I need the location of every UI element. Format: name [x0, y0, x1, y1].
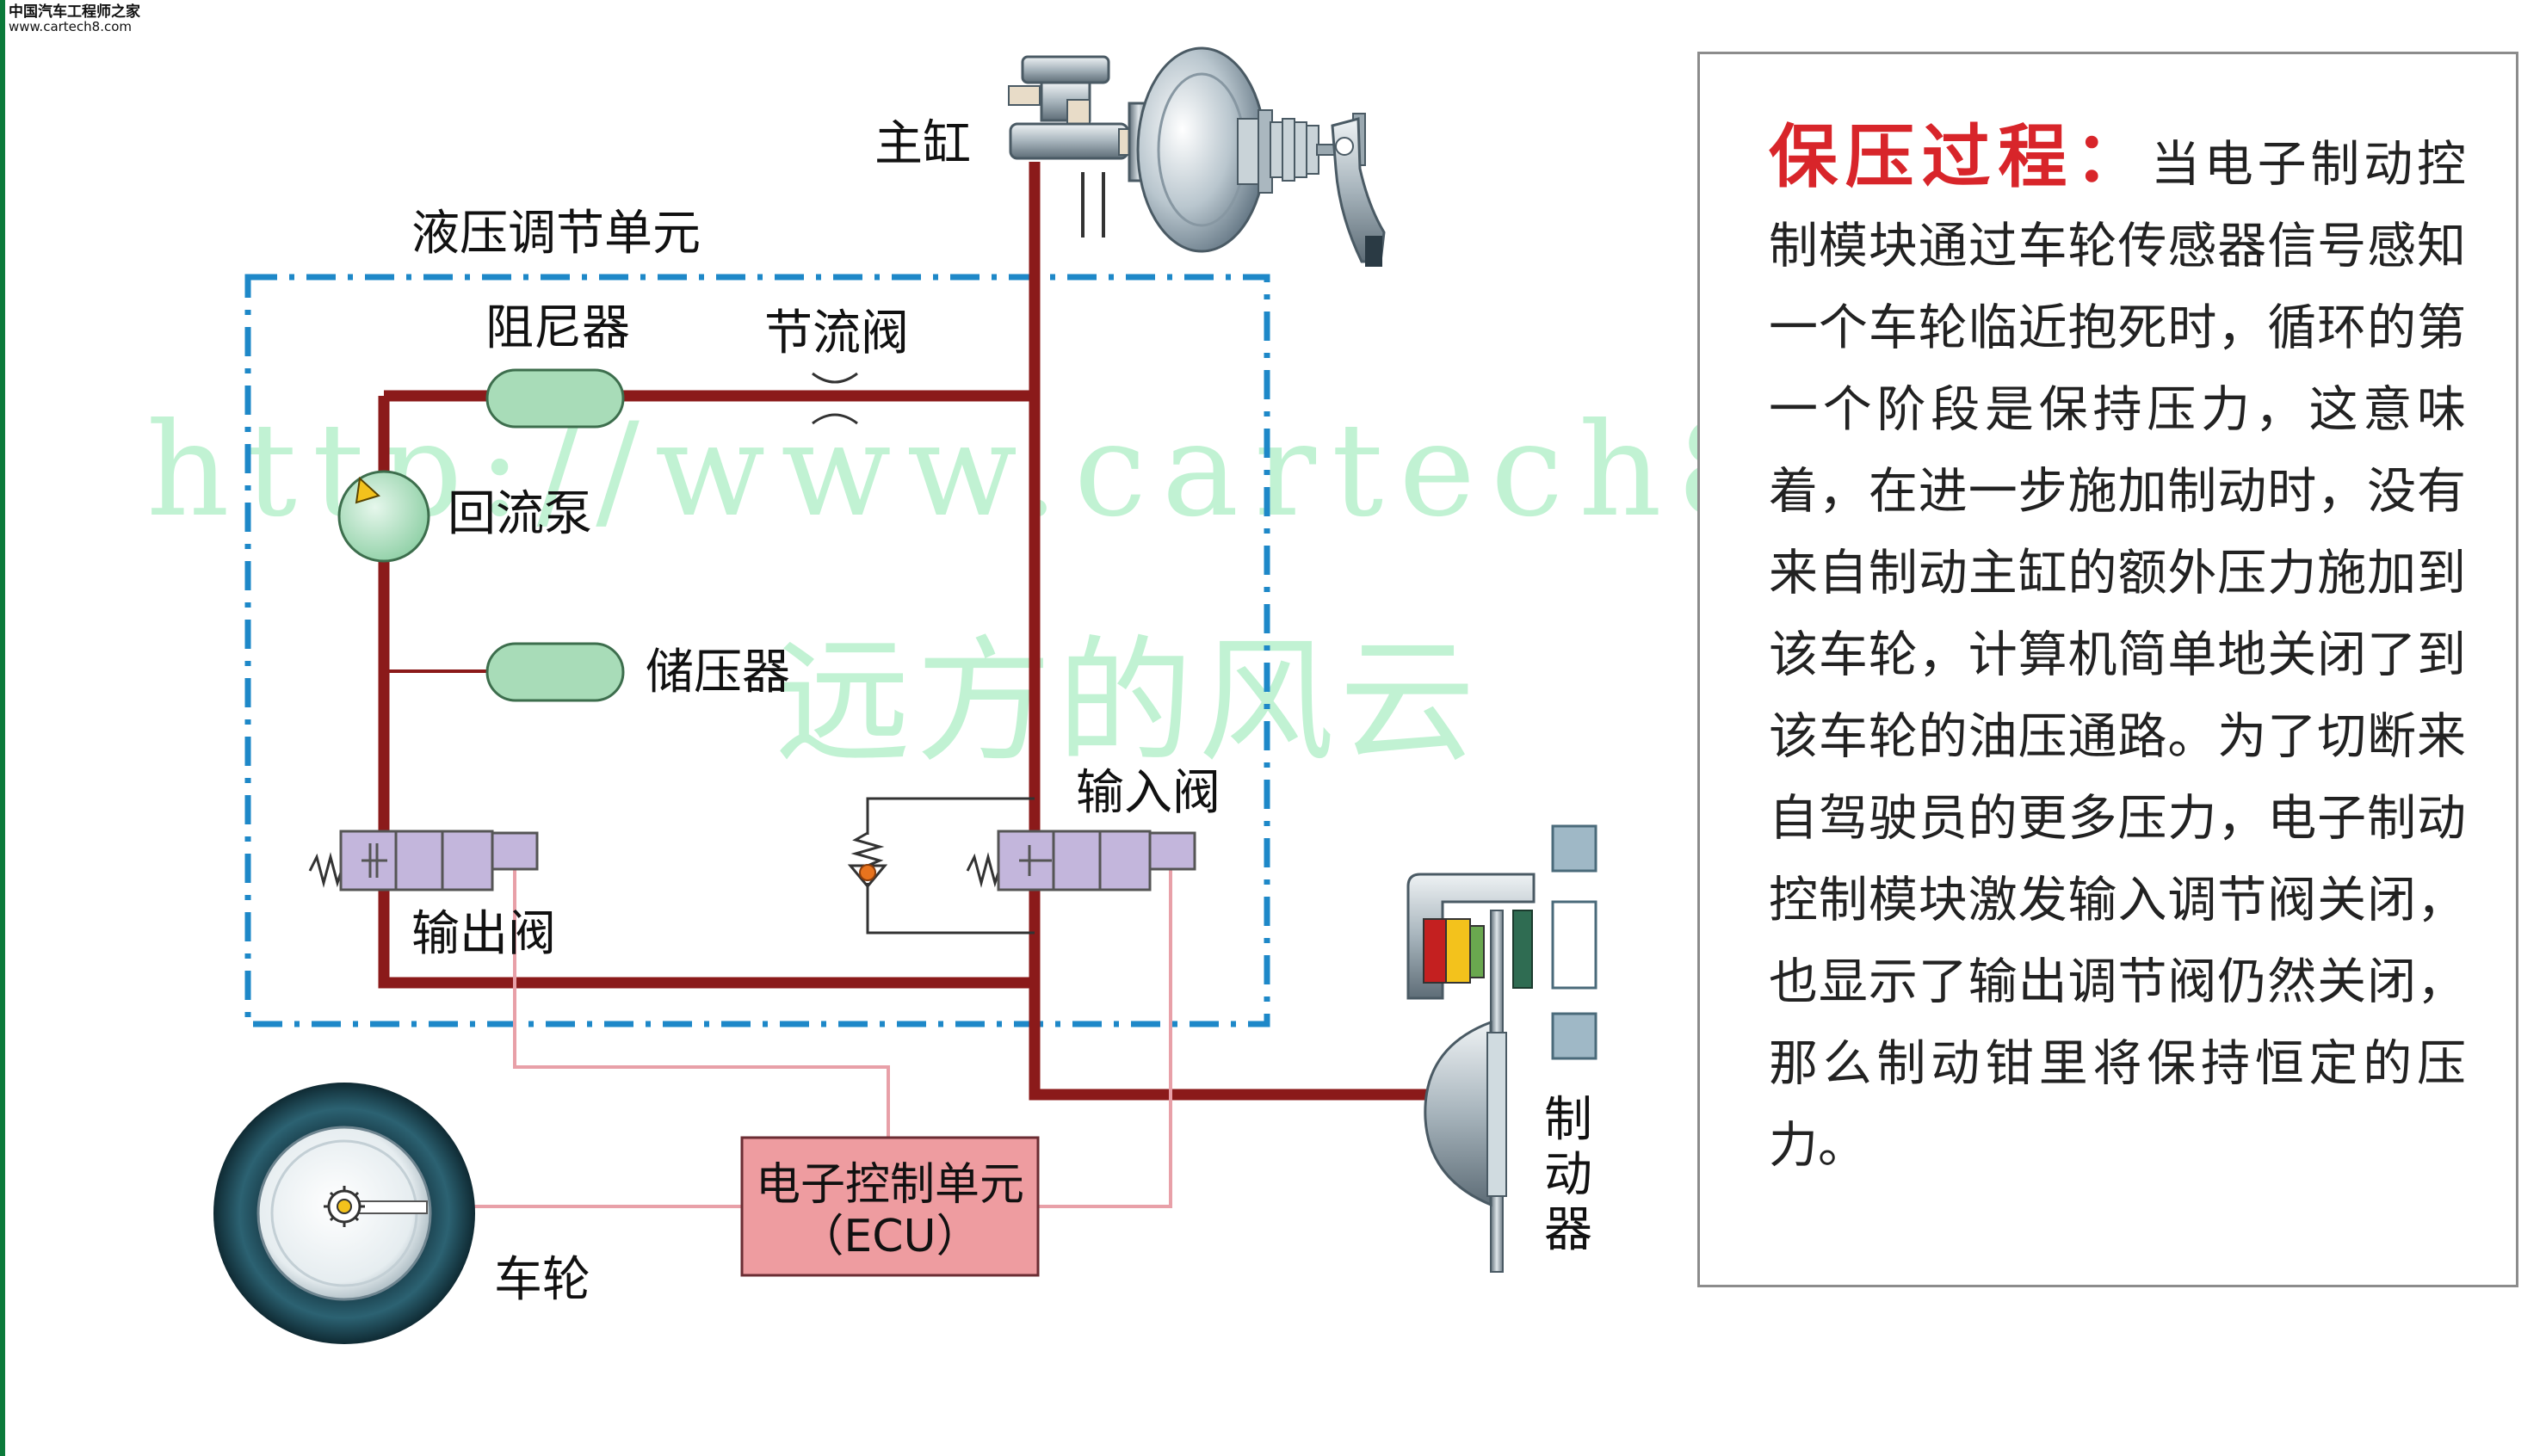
brake-label-2: 动 [1544, 1147, 1592, 1203]
signal-wires [425, 869, 1172, 1208]
left-edge-bar [0, 0, 5, 1456]
inlet-valve-label: 输入阀 [1076, 765, 1220, 821]
site-badge: 中国汽车工程师之家 www.cartech8.com [9, 3, 140, 34]
accumulator-label: 储压器 [646, 645, 790, 700]
site-name: 中国汽车工程师之家 [9, 3, 140, 21]
return-pump-label: 回流泵 [448, 486, 592, 542]
explanation-text: 保压过程：当电子制动控制模块通过车轮传感器信号感知一个车轮临近抱死时，循环的第一… [1769, 116, 2466, 1187]
ecu-label-line1: 电子控制单元 [756, 1159, 1024, 1211]
return-pump [337, 470, 430, 563]
damper [485, 368, 625, 429]
check-valve [847, 831, 888, 889]
watermark-cn: 远方的风云 [775, 623, 1480, 781]
brake-label-1: 制 [1544, 1092, 1592, 1148]
accumulator [485, 642, 625, 702]
master-cylinder-assembly [1008, 46, 1386, 267]
site-url: www.cartech8.com [9, 18, 133, 34]
wheel [213, 1083, 475, 1344]
panel-body: 当电子制动控制模块通过车轮传感器信号感知一个车轮临近抱死时，循环的第一个阶段是保… [1769, 136, 2466, 1174]
throttle-valve-symbol [812, 372, 858, 425]
brake-label-3: 器 [1544, 1202, 1592, 1258]
explanation-panel: 保压过程：当电子制动控制模块通过车轮传感器信号感知一个车轮临近抱死时，循环的第一… [1697, 52, 2518, 1287]
panel-heading: 保压过程： [1769, 117, 2151, 197]
damper-label: 阻尼器 [485, 300, 630, 356]
master-cylinder-label: 主缸 [874, 116, 971, 172]
outlet-valve [308, 830, 539, 891]
outlet-valve-label: 输出阀 [411, 906, 556, 962]
throttle-valve-label: 节流阀 [764, 305, 909, 361]
inlet-valve [966, 830, 1196, 891]
ecu-box [740, 1136, 1040, 1277]
ecu-label-line2: （ECU） [799, 1211, 980, 1262]
hydraulic-unit-boundary [244, 274, 1270, 1027]
wheel-label: 车轮 [494, 1252, 590, 1308]
brake-caliper [1406, 824, 1597, 1273]
inlet-bypass-lines [866, 797, 1035, 935]
hydraulic-unit-label: 液压调节单元 [411, 206, 701, 262]
